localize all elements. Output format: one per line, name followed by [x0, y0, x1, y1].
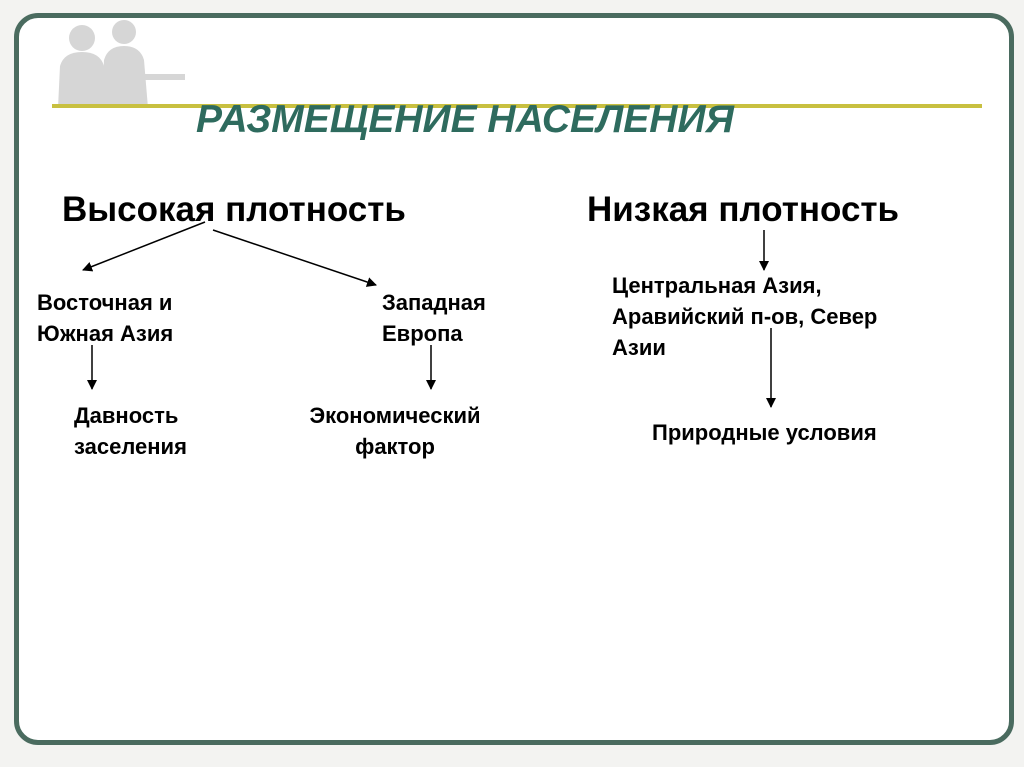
arrow-to-western-europe	[212, 229, 377, 287]
slide-frame	[14, 13, 1014, 745]
factor-economic: Экономический фактор	[309, 403, 481, 459]
arrow-to-east-south-asia	[82, 221, 206, 272]
region-western-europe: Западная Европа	[382, 290, 486, 346]
high-density-heading: Высокая плотность	[62, 190, 406, 229]
title-underline	[52, 104, 982, 108]
low-density-heading: Низкая плотность	[587, 190, 900, 229]
factor-settlement-age: Давность заселения	[74, 403, 187, 459]
region-central-asia-arabia-north-asia: Центральная Азия, Аравийский п-ов, Север…	[612, 273, 878, 360]
business-people-logo-icon	[58, 20, 185, 108]
slide-title: РАЗМЕЩЕНИЕ НАСЕЛЕНИЯ	[196, 98, 734, 142]
factor-natural-conditions: Природные условия	[652, 420, 877, 445]
region-east-south-asia: Восточная и Южная Азия	[37, 290, 174, 346]
